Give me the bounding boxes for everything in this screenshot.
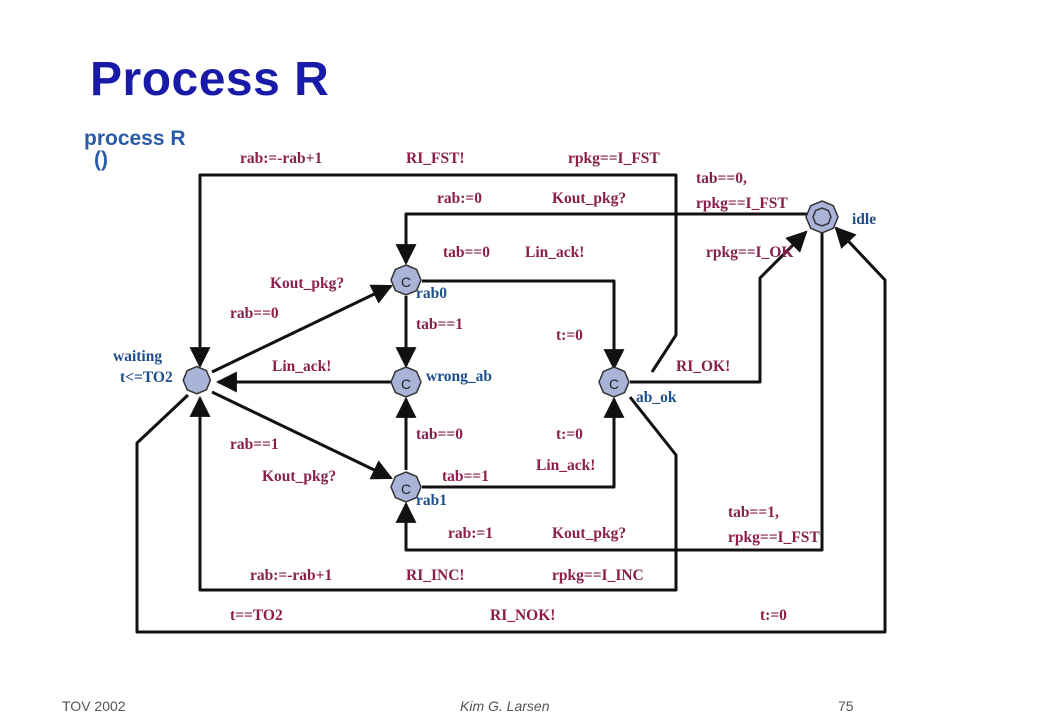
label-wrong-waiting-sync: Lin_ack! (272, 358, 331, 375)
label-idle-guard-2: rpkg==I_FST (696, 195, 788, 212)
location-name-waiting: waiting (113, 348, 162, 365)
label-bottom-guard: rpkg==I_INC (552, 567, 644, 584)
label-rab1-wrong-guard: tab==0 (416, 426, 463, 443)
location-rab0 (390, 264, 422, 296)
footer-course: TOV 2002 (62, 698, 126, 714)
label-idle-guard-1: tab==0, (696, 170, 747, 187)
rab0-committed-mark: C (401, 274, 411, 290)
label-timeout-guard: t==TO2 (230, 607, 283, 624)
label-timeout-update: t:=0 (760, 607, 787, 624)
footer-author: Kim G. Larsen (460, 698, 550, 714)
location-name-rab0: rab0 (416, 285, 447, 302)
label-top-update: rab:=-rab+1 (240, 150, 322, 167)
location-waiting (182, 365, 212, 395)
location-name-wrong-ab: wrong_ab (426, 368, 492, 385)
location-invariant-waiting: t<=TO2 (120, 369, 173, 386)
location-rab1 (390, 471, 422, 503)
wrongab-committed-mark: C (401, 376, 411, 392)
edge-idle-to-rab1 (395, 232, 824, 552)
label-rab1-guard: tab==1 (442, 468, 489, 485)
location-name-ab-ok: ab_ok (636, 389, 677, 406)
label-rab1-back-sync: Kout_pkg? (552, 525, 626, 542)
location-ab-ok (598, 366, 630, 398)
slide-title: Process R (90, 53, 330, 106)
label-abok-idle-sync: RI_OK! (676, 358, 730, 375)
location-wrong-ab (390, 366, 422, 398)
label-waiting-rab1-sync: Kout_pkg? (262, 468, 336, 485)
label-rab1-back-update: rab:=1 (448, 525, 493, 542)
label-rab0-guard: tab==0 (443, 244, 490, 261)
location-name-idle: idle (852, 211, 876, 228)
location-idle-initial-marker (812, 207, 832, 227)
rab1-committed-mark: C (401, 481, 411, 497)
process-params: () (94, 148, 108, 171)
edge-abok-to-waiting-bottom (189, 395, 678, 592)
label-t-reset-upper: t:=0 (556, 327, 583, 344)
label-timeout-sync: RI_NOK! (490, 607, 555, 624)
abok-committed-mark: C (609, 376, 619, 392)
edge-waiting-to-rab1 (211, 390, 393, 480)
label-top-sync: RI_FST! (406, 150, 465, 167)
label-idle-back-sync: Kout_pkg? (552, 190, 626, 207)
edge-abok-to-waiting-top (189, 173, 678, 373)
process-header: process R () (84, 128, 186, 170)
edge-abok-to-idle (630, 230, 808, 384)
location-name-rab1: rab1 (416, 492, 447, 509)
label-idle-back-update: rab:=0 (437, 190, 482, 207)
label-rab1-sync: Lin_ack! (536, 457, 595, 474)
label-top-guard: rpkg==I_FST (568, 150, 660, 167)
label-bottom-update: rab:=-rab+1 (250, 567, 332, 584)
label-bottom-sync: RI_INC! (406, 567, 465, 584)
label-idle-rab1-guard-2: rpkg==I_FST (728, 529, 820, 546)
label-rab0-sync: Lin_ack! (525, 244, 584, 261)
label-waiting-rab1-guard: rab==1 (230, 436, 279, 453)
label-idle-rab1-guard-1: tab==1, (728, 504, 779, 521)
label-rab0-wrong-guard: tab==1 (416, 316, 463, 333)
edge-rab1-to-abok (422, 396, 625, 489)
edge-rab0-to-abok (422, 279, 625, 371)
label-waiting-rab0-guard: rab==0 (230, 305, 279, 322)
process-name: process R (84, 127, 186, 150)
footer-page-number: 75 (838, 698, 854, 714)
label-rpkg-ok: rpkg==I_OK (706, 244, 793, 261)
edge-idle-to-rab0 (395, 212, 808, 266)
edge-waiting-timeout-to-idle (135, 226, 887, 634)
edge-waiting-to-rab0 (211, 284, 393, 374)
label-t-reset-lower: t:=0 (556, 426, 583, 443)
label-waiting-rab0-sync: Kout_pkg? (270, 275, 344, 292)
